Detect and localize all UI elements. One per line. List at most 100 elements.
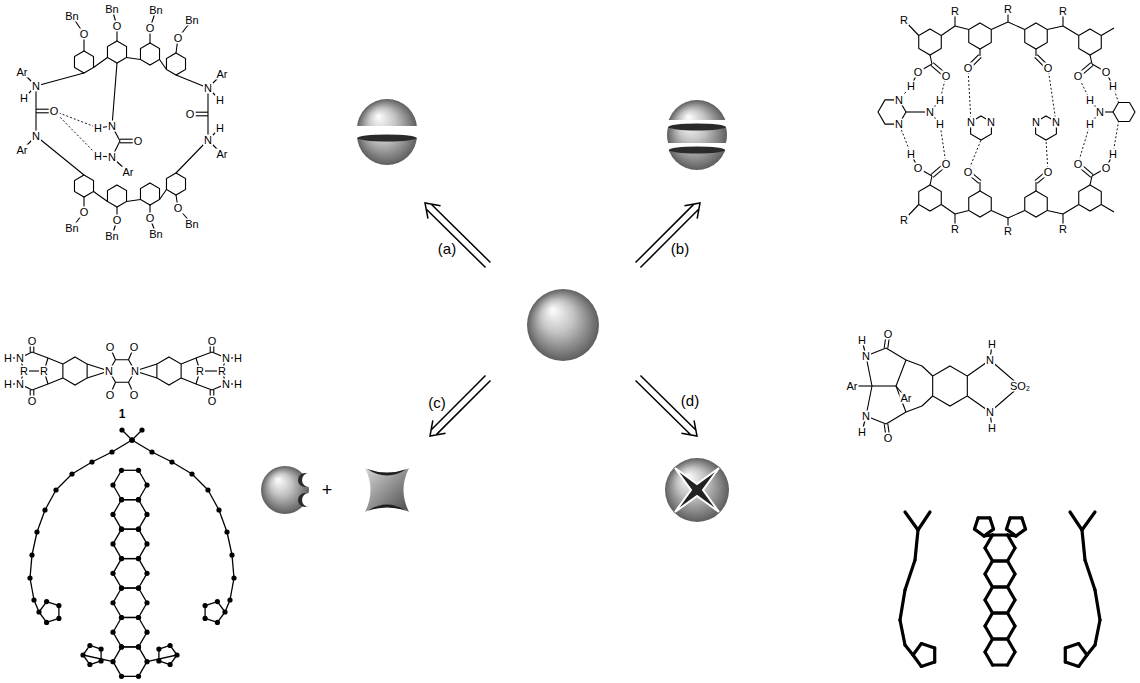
seam-gap	[675, 468, 719, 512]
ring-outline	[969, 23, 992, 49]
bond-group	[8, 347, 238, 395]
wire-segment	[918, 512, 930, 530]
atom-ball	[34, 529, 39, 534]
atom-label: O	[1073, 71, 1084, 82]
atom-label: N	[107, 152, 117, 163]
atom-ball	[119, 585, 124, 590]
wire-segment	[1095, 620, 1100, 645]
tetramer-sphere	[665, 458, 729, 522]
atom-label: O	[913, 163, 924, 174]
atom-ball	[110, 482, 115, 487]
ring-outline	[63, 357, 87, 385]
atom-ball	[144, 482, 149, 487]
stick	[32, 532, 37, 555]
bond-line	[930, 176, 932, 185]
bond-line	[196, 352, 212, 358]
atom-label: O	[27, 336, 38, 347]
atom-ball	[136, 527, 141, 532]
ring-outline	[107, 41, 126, 63]
atom-ball	[205, 487, 210, 492]
sphere-slab	[667, 150, 727, 170]
bond-line	[991, 211, 1008, 219]
atom-label: N	[894, 119, 904, 130]
sphere-slab	[357, 138, 417, 165]
ring-outline	[1025, 191, 1048, 217]
atom-ball	[136, 615, 141, 620]
atom-ball	[129, 437, 134, 442]
atom-label: N	[104, 366, 114, 377]
atom-label: N	[1031, 117, 1041, 128]
bond-line	[886, 348, 906, 360]
wire-segment	[993, 611, 1008, 614]
ball-stick-model	[27, 427, 236, 679]
ring-outline	[140, 43, 159, 65]
atom-ball	[69, 471, 74, 476]
atom-label: O	[133, 136, 144, 147]
atom-ball	[87, 643, 92, 648]
ring-outline	[919, 29, 942, 55]
atom-label: O	[112, 21, 123, 32]
hydrogen-bond	[54, 111, 98, 128]
atom-label: N	[31, 131, 41, 142]
wire-segment	[1008, 561, 1016, 574]
atom-ball	[149, 449, 154, 454]
wire-segment	[985, 574, 993, 587]
wire-segment	[933, 648, 936, 662]
atom-ball	[222, 609, 227, 614]
atom-ball	[89, 459, 94, 464]
cavity-piece	[261, 466, 309, 514]
notch-gap	[302, 473, 316, 487]
bond-line	[922, 396, 933, 406]
bond-line	[32, 384, 48, 390]
cut-face	[669, 147, 726, 154]
sphere-piece	[667, 110, 727, 170]
atom-label: O	[913, 67, 924, 78]
ring-outline	[157, 357, 181, 385]
bond-line	[36, 136, 84, 175]
hydrogen-bond	[54, 111, 98, 156]
bond-line	[930, 55, 932, 64]
ring-outline	[74, 51, 93, 73]
atom-ball	[144, 630, 149, 635]
atom-label: O	[105, 342, 116, 353]
wire-segment	[905, 560, 915, 590]
stick	[230, 578, 234, 600]
wireframe-model	[900, 512, 1100, 666]
atom-label: N	[221, 379, 231, 390]
bond-line	[48, 358, 63, 364]
ring-outline	[919, 185, 942, 211]
ring-outline	[1113, 102, 1135, 121]
atom-label: R	[950, 6, 960, 17]
wire-segment	[1065, 644, 1078, 648]
wire-segment	[985, 561, 993, 574]
atom-label: O	[79, 29, 90, 40]
atom-ball	[215, 599, 220, 604]
wire-segment	[990, 518, 994, 529]
bond-line	[872, 385, 896, 386]
wire-segment	[1006, 518, 1010, 529]
sphere-slab	[357, 99, 417, 126]
stick	[208, 490, 219, 510]
stick	[30, 555, 32, 578]
bond-line	[955, 26, 969, 30]
atom-label: O	[49, 106, 60, 117]
atom-ball	[136, 468, 141, 473]
atom-label: H	[906, 81, 916, 92]
atom-label: H	[1085, 119, 1095, 130]
atom-label: R	[1058, 6, 1068, 17]
wire-segment	[993, 637, 1008, 640]
bond-line	[127, 58, 141, 60]
atom-label: R	[1003, 226, 1013, 237]
wire-segment	[1006, 529, 1016, 536]
atom-label: N	[1051, 117, 1061, 128]
wire-segment	[1008, 533, 1017, 537]
atom-ball	[110, 512, 115, 517]
wire-segment	[985, 535, 993, 548]
atom-label: H	[1108, 81, 1118, 92]
atom-label: H	[233, 379, 243, 390]
wire-segment	[993, 611, 1008, 614]
atom-label: R	[19, 366, 29, 377]
atom-ball	[231, 575, 236, 580]
bond-line	[991, 22, 1008, 30]
